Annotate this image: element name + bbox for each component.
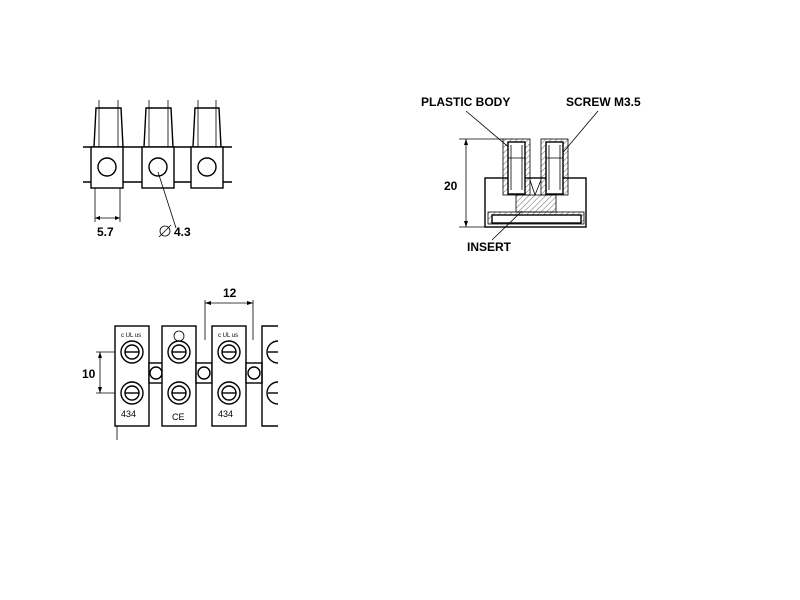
dim-height-text: 20: [444, 179, 458, 193]
svg-text:c UL us: c UL us: [121, 333, 141, 339]
section-view: PLASTIC BODY SCREW M3.5 20 INSERT: [421, 95, 641, 254]
terminal-3: [190, 100, 224, 189]
plan-view: 12 10 c UL us 434: [82, 286, 279, 440]
terminal-block-1: c UL us 434: [114, 325, 150, 440]
terminal-block-2: CE: [161, 325, 197, 427]
part-code-2: 434: [218, 409, 233, 419]
dim-pitch-text: 12: [223, 286, 237, 300]
approval-mark: CE: [172, 412, 185, 422]
front-view: 5.7 4.3: [83, 100, 232, 239]
dim-spacing-text: 10: [82, 367, 96, 381]
insert-label: INSERT: [467, 240, 512, 254]
terminal-block-3: c UL us 434: [211, 325, 247, 427]
terminal-block-4-partial: [261, 325, 279, 427]
plastic-body-label: PLASTIC BODY: [421, 95, 510, 109]
part-code-1: 434: [121, 409, 136, 419]
terminal-2: [141, 100, 175, 189]
terminal-1: [90, 100, 124, 222]
dim-width-text: 5.7: [97, 225, 114, 239]
dim-hole-text: 4.3: [174, 225, 191, 239]
screw-label: SCREW M3.5: [566, 95, 641, 109]
svg-text:c UL us: c UL us: [218, 333, 238, 339]
